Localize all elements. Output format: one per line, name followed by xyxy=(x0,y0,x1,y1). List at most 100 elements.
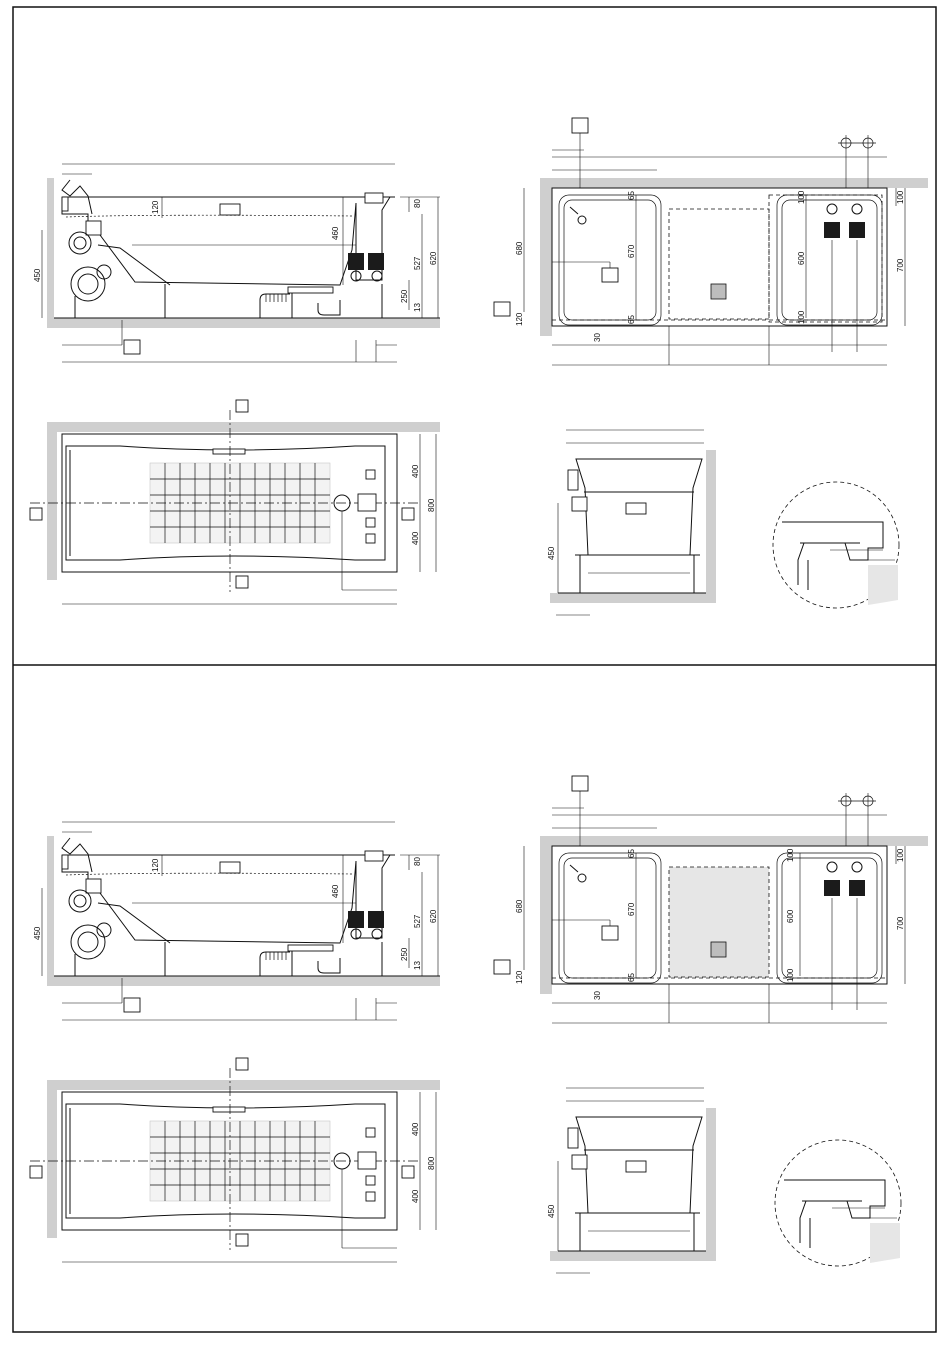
section-view: 450 xyxy=(547,1088,716,1273)
dim-250: 250 xyxy=(400,289,409,303)
plan-callout-bottom xyxy=(236,1234,248,1246)
dim-80: 80 xyxy=(413,857,422,866)
dim-400a: 400 xyxy=(411,464,420,478)
dim-section-450: 450 xyxy=(547,546,556,560)
dim-700: 700 xyxy=(896,258,905,272)
side-label-box xyxy=(220,204,240,215)
callout-box-top xyxy=(572,118,588,133)
drain-siphon xyxy=(260,294,340,318)
tub-profile xyxy=(62,197,356,285)
side-wall xyxy=(47,836,54,984)
dim-800: 800 xyxy=(427,498,436,512)
dim-400a: 400 xyxy=(411,1122,420,1136)
plan-wall-top xyxy=(47,1080,440,1090)
side-view: 120 460 80 527 620 250 13 450 xyxy=(33,164,440,362)
plan-view: 400 800 400 xyxy=(30,400,440,604)
side-floor xyxy=(47,976,440,986)
access-panel-filled xyxy=(669,867,769,977)
dim-65b: 65 xyxy=(627,973,636,982)
section-floor xyxy=(550,1251,716,1261)
plan-fixture xyxy=(358,494,376,511)
front-control-2 xyxy=(849,222,865,238)
plan-wall-left xyxy=(47,1080,57,1238)
water-line xyxy=(66,215,352,217)
dim-680: 680 xyxy=(515,899,524,913)
detail-hatch xyxy=(870,1223,900,1263)
dim-460: 460 xyxy=(331,226,340,240)
side-view: 120 460 80 527 620 250 13 450 xyxy=(33,822,440,1020)
dim-section-450: 450 xyxy=(547,1204,556,1218)
callout-box-left xyxy=(494,302,510,316)
plan-callout-top xyxy=(236,1058,248,1070)
detail-profile xyxy=(784,1180,885,1243)
plan-overflow xyxy=(213,1107,245,1112)
grey-marker xyxy=(711,284,726,299)
plan-btn-3 xyxy=(366,1192,375,1201)
dim-120: 120 xyxy=(151,200,160,214)
detail-view xyxy=(775,1140,901,1266)
section-view: 450 xyxy=(547,430,716,615)
plan-view: 400 800 400 xyxy=(30,1058,440,1262)
section-wall-right xyxy=(706,450,716,603)
dim-680: 680 xyxy=(515,241,524,255)
dim-100c: 100 xyxy=(896,848,905,862)
control-block-2 xyxy=(368,911,384,928)
dim-80: 80 xyxy=(413,199,422,208)
dim-30: 30 xyxy=(593,991,602,1000)
section-wall-right xyxy=(706,1108,716,1261)
plan-callout-left xyxy=(30,508,42,520)
dim-600: 600 xyxy=(786,909,795,923)
section-floor xyxy=(550,593,716,603)
water-line xyxy=(66,873,352,875)
side-label-box xyxy=(220,862,240,873)
dim-100a: 100 xyxy=(786,848,795,862)
pump-aux xyxy=(97,923,111,937)
front-control-1 xyxy=(824,880,840,896)
pump-upper-inner xyxy=(74,237,86,249)
dim-670: 670 xyxy=(627,244,636,258)
plan-btn-1 xyxy=(366,470,375,479)
detail-view xyxy=(773,482,899,608)
section-label xyxy=(626,1161,646,1172)
front-control-1 xyxy=(824,222,840,238)
pipe-diag xyxy=(98,245,170,285)
overflow-head xyxy=(365,851,383,861)
control-block-2 xyxy=(368,253,384,270)
dim-13: 13 xyxy=(413,961,422,970)
dim-527: 527 xyxy=(413,256,422,270)
front-wall-top xyxy=(540,836,928,846)
plan-overflow xyxy=(213,449,245,454)
section-callout xyxy=(572,1155,587,1169)
front-wall-top xyxy=(540,178,928,188)
front-view: 65 680 670 65 100 600 100 100 700 120 30 xyxy=(494,776,928,1023)
dim-450: 450 xyxy=(33,268,42,282)
pump-motor xyxy=(71,267,105,301)
pump-aux xyxy=(97,265,111,279)
detail-hatch xyxy=(868,565,898,605)
overflow-head xyxy=(365,193,383,203)
front-view: 65 680 670 65 100 600 100 100 700 120 30 xyxy=(494,118,928,365)
dim-250: 250 xyxy=(400,947,409,961)
plan-callout-top xyxy=(236,400,248,412)
front-control-2 xyxy=(849,880,865,896)
pipe-diag xyxy=(98,903,170,943)
dim-100b: 100 xyxy=(786,968,795,982)
callout-box-top xyxy=(572,776,588,791)
drain-fitting xyxy=(288,945,333,951)
dim-700: 700 xyxy=(896,916,905,930)
dim-120-front: 120 xyxy=(515,312,524,326)
dim-800: 800 xyxy=(427,1156,436,1170)
detail-profile xyxy=(782,522,883,585)
section-callout xyxy=(572,497,587,511)
plan-btn-2 xyxy=(366,1176,375,1185)
section-label xyxy=(626,503,646,514)
dim-527: 527 xyxy=(413,914,422,928)
plan-callout-left xyxy=(30,1166,42,1178)
control-block-1 xyxy=(348,253,364,270)
dim-100b: 100 xyxy=(797,310,806,324)
plan-wall-top xyxy=(47,422,440,432)
side-fixture-box xyxy=(86,879,101,893)
callout-box-front xyxy=(602,926,618,940)
drain-siphon xyxy=(260,952,340,976)
